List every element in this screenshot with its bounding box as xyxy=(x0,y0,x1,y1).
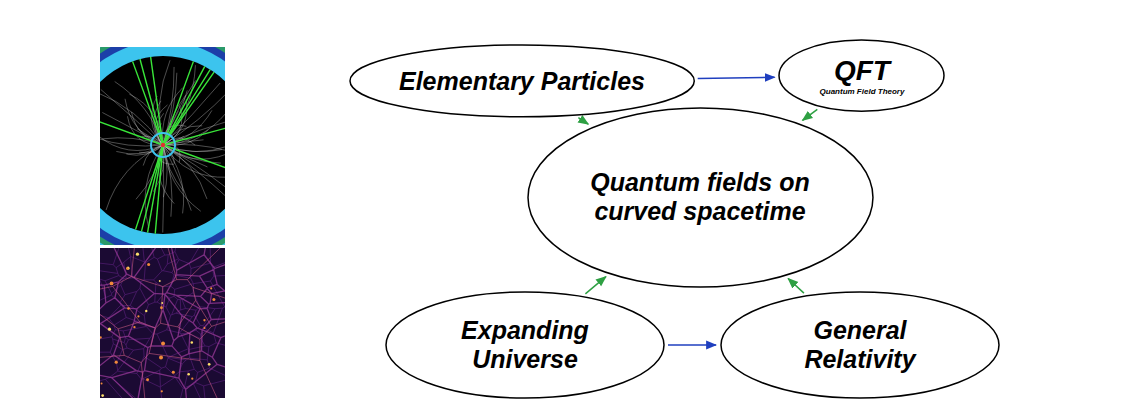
cosmic-web-image xyxy=(100,248,225,398)
ellipse-shape xyxy=(779,40,944,111)
node-content: Elementary Particles xyxy=(349,44,695,118)
jet-track xyxy=(163,145,225,175)
galaxy-cluster xyxy=(101,394,104,397)
jet-track xyxy=(163,66,205,145)
detector-ring xyxy=(100,47,225,245)
galaxy-cluster xyxy=(161,342,165,346)
jet-track xyxy=(148,145,163,233)
node-content: General Relativity xyxy=(720,291,1000,399)
detector-ring xyxy=(100,47,225,245)
galaxy-cluster xyxy=(160,306,163,309)
galaxy-cluster xyxy=(161,390,163,392)
particle-track xyxy=(163,110,212,145)
web-filament xyxy=(100,248,225,398)
arrow-connector xyxy=(578,118,588,124)
web-filament xyxy=(100,248,225,398)
ellipse-shape xyxy=(386,292,664,398)
arrow-connector xyxy=(698,77,775,78)
galaxy-cluster xyxy=(147,263,150,266)
ellipse-node: Elementary Particles xyxy=(349,44,695,118)
jet-track xyxy=(100,115,163,145)
detector-ring xyxy=(100,56,225,234)
jet-track xyxy=(141,145,163,231)
galaxy-cluster xyxy=(208,363,211,366)
galaxy-cluster xyxy=(210,287,212,289)
ellipse-shape xyxy=(721,292,999,398)
node-content: Quantum fields on curved spacetime xyxy=(527,107,874,288)
jet-track xyxy=(163,61,193,145)
galaxy-cluster xyxy=(115,361,118,364)
particle-track xyxy=(163,145,191,211)
galaxy-cluster xyxy=(203,319,205,321)
node-content: Expanding Universe xyxy=(385,291,665,399)
detector-ring xyxy=(100,47,225,245)
particle-track xyxy=(102,112,163,145)
ellipse-node: QFTQuantum Field Theory xyxy=(778,39,945,112)
jet-track xyxy=(151,57,163,145)
inner-detector xyxy=(151,133,175,157)
galaxy-cluster xyxy=(191,378,193,380)
galaxy-cluster xyxy=(127,307,130,310)
arrow-connector xyxy=(788,279,804,294)
arrow-connector xyxy=(803,109,818,120)
ellipse-node: Quantum fields on curved spacetime xyxy=(527,107,874,288)
node-label: General Relativity xyxy=(795,316,926,374)
node-sublabel: Quantum Field Theory xyxy=(820,87,905,96)
ellipse-shape xyxy=(528,108,873,287)
galaxy-cluster xyxy=(159,355,163,359)
galaxy-cluster xyxy=(133,326,135,328)
galaxy-cluster xyxy=(100,336,102,338)
jet-track xyxy=(140,59,163,145)
particle-track xyxy=(163,144,225,150)
galaxy-cluster xyxy=(136,253,139,256)
node-label: Quantum fields on curved spacetime xyxy=(564,168,836,226)
collision-point xyxy=(161,143,165,147)
node-label: Elementary Particles xyxy=(399,67,645,96)
jet-track xyxy=(163,122,225,145)
galaxy-cluster xyxy=(161,302,163,304)
node-label: Expanding Universe xyxy=(450,316,600,374)
particle-track xyxy=(129,94,163,145)
galaxy-cluster xyxy=(204,327,206,329)
event-display xyxy=(100,47,225,245)
jet-track xyxy=(135,145,163,230)
ellipse-node: Expanding Universe xyxy=(385,291,665,399)
ellipse-node: General Relativity xyxy=(720,291,1000,399)
galaxy-cluster xyxy=(191,341,194,344)
ellipse-shape xyxy=(350,45,694,117)
arrow-connector xyxy=(668,344,716,346)
galaxy-cluster xyxy=(137,315,139,317)
galaxy-cluster xyxy=(126,267,129,270)
node-content: QFTQuantum Field Theory xyxy=(778,39,945,112)
galaxy-cluster xyxy=(110,282,114,286)
galaxy-cluster xyxy=(126,267,129,270)
web-filament xyxy=(100,248,225,398)
galaxy-cluster xyxy=(172,371,175,374)
jet-track xyxy=(133,61,163,145)
galaxy-cluster xyxy=(187,373,190,376)
node-label: QFT xyxy=(834,55,890,87)
galaxy-cluster xyxy=(159,280,161,282)
galaxy-cluster xyxy=(145,310,147,312)
galaxy-cluster xyxy=(101,382,103,384)
galaxy-cluster xyxy=(146,378,149,381)
galaxy-cluster xyxy=(212,298,215,301)
arrow-connector xyxy=(585,277,606,294)
galaxy-cluster xyxy=(108,328,111,331)
particle-track xyxy=(116,145,163,154)
